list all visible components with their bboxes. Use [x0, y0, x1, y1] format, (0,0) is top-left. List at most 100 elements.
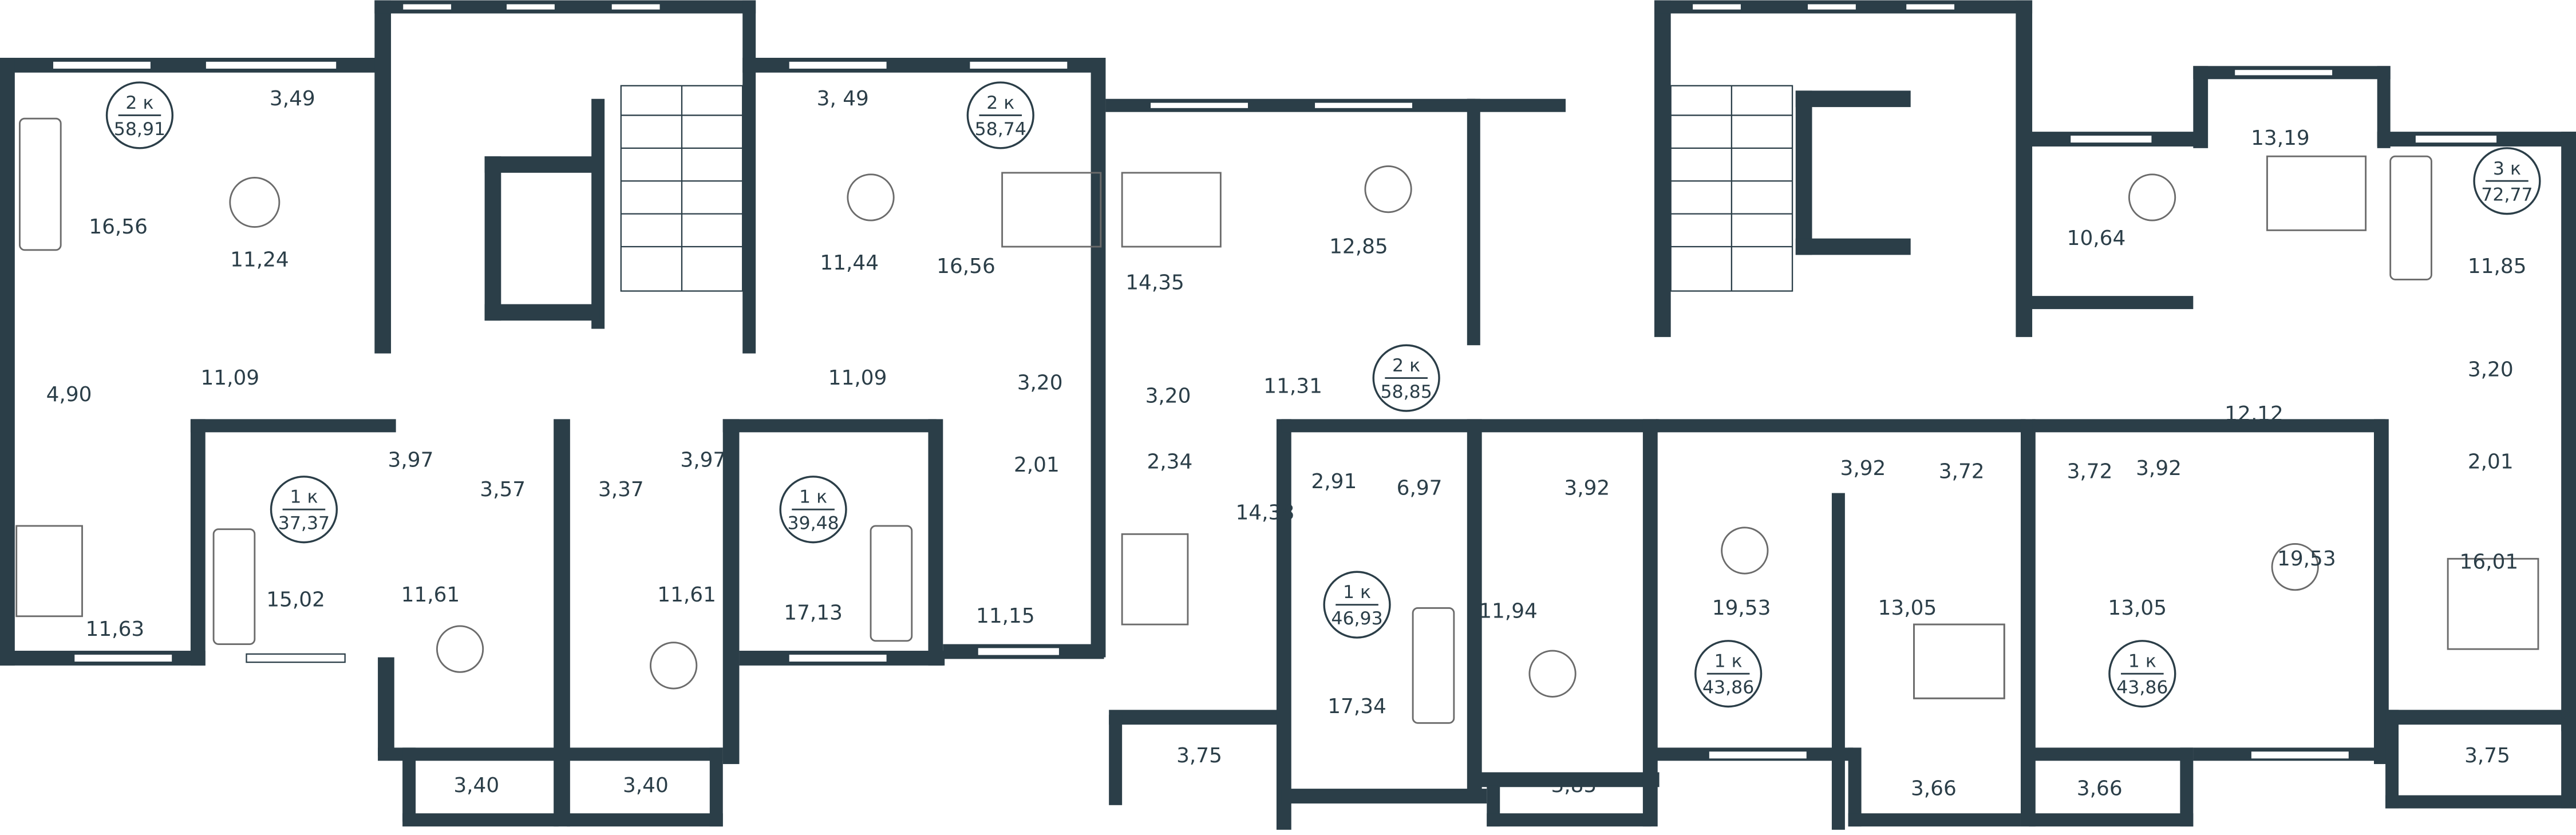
room-area: 3,97 — [680, 449, 726, 472]
apartment-rooms: 1 к — [799, 487, 827, 508]
room-area: 11,44 — [820, 251, 879, 275]
room-area: 2,91 — [1311, 470, 1357, 493]
dining-table-icon — [229, 177, 280, 228]
room-area: 3,97 — [388, 449, 434, 472]
room-area: 3,57 — [480, 478, 526, 501]
bed-icon — [1001, 172, 1102, 248]
windows — [52, 3, 2498, 760]
apartment-area: 72,77 — [2481, 185, 2532, 205]
dining-table-icon — [1721, 527, 1769, 575]
room-area: 12,85 — [1329, 235, 1388, 259]
room-area: 12,12 — [2225, 402, 2283, 426]
room-area: 3, 49 — [817, 87, 869, 110]
apartment-badge[interactable]: 3 к 72,77 — [2473, 147, 2541, 215]
room-area: 11,85 — [2468, 255, 2527, 278]
room-area: 15,02 — [266, 588, 325, 612]
room-area: 3,92 — [1840, 457, 1886, 480]
room-area: 11,61 — [657, 583, 716, 607]
room-area: 11,24 — [230, 248, 289, 271]
room-area: 11,09 — [828, 366, 887, 390]
room-area: 3,92 — [1564, 476, 1610, 500]
room-area: 3,40 — [453, 774, 499, 797]
room-area: 17,13 — [784, 601, 843, 624]
room-area: 3,20 — [1145, 385, 1191, 408]
bed-icon — [1913, 623, 2005, 699]
apartment-badge[interactable]: 2 к 58,85 — [1372, 344, 1440, 412]
room-area: 2,01 — [1014, 453, 1060, 477]
apartment-badge[interactable]: 1 к 39,48 — [779, 476, 847, 544]
apartment-area: 43,86 — [1702, 678, 1754, 698]
apartment-badge[interactable]: 1 к 46,93 — [1323, 571, 1391, 639]
apartment-rooms: 2 к — [986, 93, 1014, 113]
room-area: 16,56 — [937, 255, 995, 278]
staircases — [620, 85, 1793, 292]
apartment-area: 58,91 — [114, 119, 165, 140]
room-area: 2,34 — [1147, 450, 1192, 473]
dining-table-icon — [1364, 165, 1412, 213]
apartment-badge[interactable]: 1 к 37,37 — [270, 476, 338, 544]
room-area: 19,53 — [1712, 596, 1771, 620]
apartment-badge[interactable]: 2 к 58,74 — [966, 81, 1034, 149]
room-area: 3,66 — [2077, 777, 2123, 801]
bed-icon — [1121, 172, 1222, 248]
room-area: 11,63 — [86, 618, 145, 641]
room-area: 3,20 — [2468, 358, 2514, 382]
dining-table-icon — [1528, 650, 1577, 698]
room-area: 17,34 — [1327, 695, 1386, 718]
room-area: 3,66 — [1911, 777, 1957, 801]
bed-icon — [15, 525, 83, 618]
apartment-rooms: 1 к — [1714, 651, 1743, 672]
room-area: 19,53 — [2277, 547, 2336, 571]
bed-icon — [1121, 533, 1189, 626]
room-area: 3,20 — [1017, 371, 1063, 395]
staircase-right — [1670, 85, 1793, 292]
apartment-rooms: 3 к — [2493, 159, 2521, 179]
room-area: 11,09 — [200, 366, 259, 390]
room-area: 11,94 — [1479, 600, 1538, 623]
apartment-area: 37,37 — [278, 513, 330, 534]
dining-table-icon — [2128, 173, 2176, 221]
room-area: 6,97 — [1397, 476, 1443, 500]
dining-table-icon — [2271, 543, 2319, 591]
apartment-badge[interactable]: 1 к 43,86 — [2108, 640, 2176, 708]
room-area: 13,05 — [2108, 596, 2167, 620]
apartment-badges: 2 к 58,91 1 к 37,37 1 к 39,48 2 к 58,74 … — [105, 81, 2541, 708]
dining-table-icon — [847, 173, 895, 221]
bed-icon — [2447, 557, 2539, 650]
room-area: 3,75 — [1176, 744, 1222, 767]
room-area: 16,01 — [2460, 551, 2519, 574]
room-area: 3,92 — [2136, 457, 2182, 480]
apartment-area: 39,48 — [787, 513, 839, 534]
room-area: 3,72 — [1939, 460, 1985, 484]
room-area: 11,31 — [1263, 374, 1322, 398]
apartment-area: 58,74 — [975, 119, 1026, 140]
bed-icon — [2266, 155, 2367, 231]
room-area: 16,56 — [89, 215, 148, 239]
apartment-badge[interactable]: 1 к 43,86 — [1694, 640, 1763, 708]
apartment-area: 58,85 — [1380, 382, 1432, 402]
room-area: 3,40 — [623, 774, 669, 797]
apartment-rooms: 1 к — [1343, 582, 1371, 603]
dining-table-icon — [650, 642, 698, 690]
apartment-rooms: 1 к — [290, 487, 318, 508]
dining-table-icon — [436, 625, 484, 673]
room-area: 13,19 — [2251, 126, 2310, 150]
room-area: 14,35 — [1125, 271, 1184, 295]
apartment-rooms: 1 к — [2128, 651, 2156, 672]
room-area: 3,49 — [270, 87, 315, 110]
apartment-area: 46,93 — [1331, 608, 1382, 629]
sofa-icon — [1412, 607, 1455, 724]
sofa-icon — [2389, 155, 2432, 280]
room-area: 4,90 — [46, 383, 92, 406]
sofa-icon — [19, 117, 62, 251]
furniture — [15, 117, 2539, 724]
room-area: 11,15 — [976, 604, 1035, 628]
apartment-badge[interactable]: 2 к 58,91 — [105, 81, 174, 149]
room-area: 2,01 — [2468, 450, 2514, 473]
room-area: 3,85 — [1551, 774, 1597, 797]
room-area: 3,72 — [2067, 460, 2113, 484]
room-area: 3,75 — [2464, 744, 2510, 767]
room-area: 10,64 — [2067, 227, 2126, 250]
apartment-area: 43,86 — [2116, 678, 2168, 698]
